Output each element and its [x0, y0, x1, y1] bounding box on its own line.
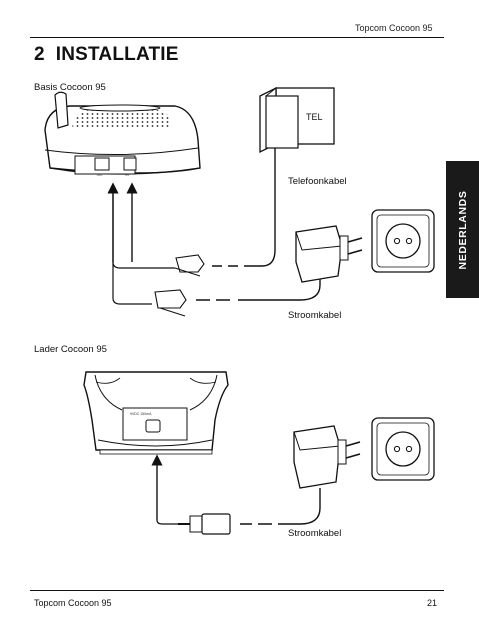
section-title: 2 INSTALLATIE: [34, 44, 179, 66]
wall-outlet-1: [371, 209, 435, 273]
header-product: Topcom Cocoon 95: [355, 23, 433, 33]
port-label-power: 9V: [125, 173, 130, 177]
charger: 9VDC 150mA: [83, 371, 229, 455]
power-cable-label-1: Stroomkabel: [288, 310, 342, 321]
telephone-wall-socket: TEL: [259, 86, 335, 154]
header-divider: [30, 37, 444, 38]
power-cable-2: [151, 454, 321, 535]
figure2-caption: Lader Cocoon 95: [34, 344, 107, 355]
footer-product: Topcom Cocoon 95: [34, 598, 112, 608]
tel-label: TEL: [306, 112, 323, 122]
footer-divider: [30, 590, 444, 591]
wall-outlet-2: [371, 417, 435, 481]
port-label-tel: TEL: [96, 173, 102, 177]
power-cable-label-2: Stroomkabel: [288, 528, 342, 539]
figure1-caption: Basis Cocoon 95: [34, 82, 106, 93]
phone-cable-label: Telefoonkabel: [288, 176, 347, 187]
base-station: TEL 9V: [44, 91, 201, 177]
charger-label: 9VDC 150mA: [130, 412, 152, 416]
section-number: 2: [34, 44, 45, 65]
power-cable-1: [112, 182, 321, 317]
power-adapter-1: [295, 225, 363, 283]
page-number: 21: [427, 598, 438, 608]
power-adapter-2: [293, 425, 361, 489]
language-tab: NEDERLANDS: [446, 161, 479, 298]
section-title-text: INSTALLATIE: [55, 44, 179, 65]
